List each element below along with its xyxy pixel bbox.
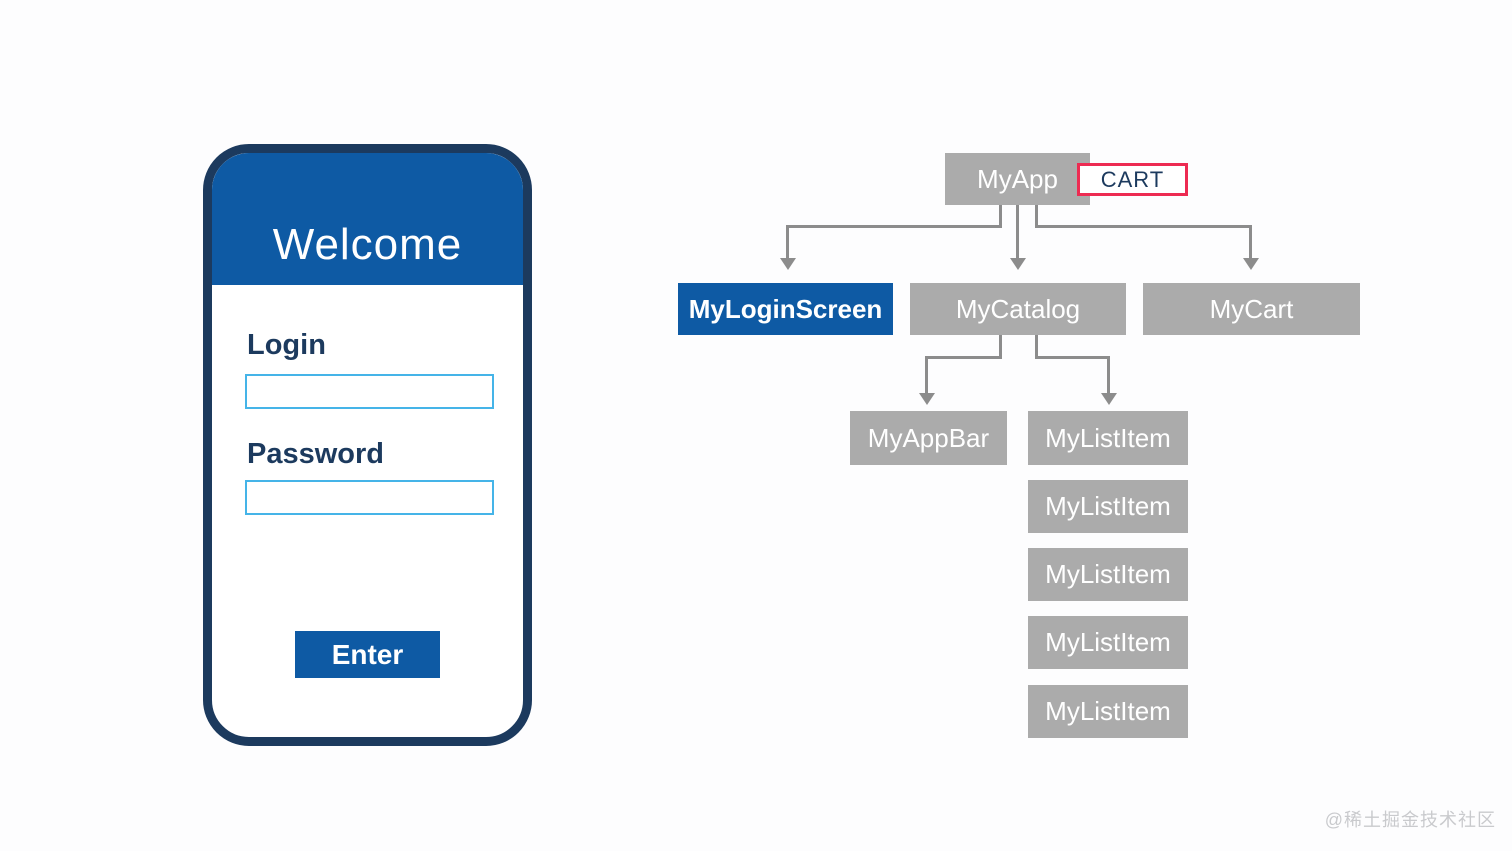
welcome-title: Welcome [272, 220, 463, 269]
tree-node-mycatalog: MyCatalog [910, 283, 1126, 335]
enter-button[interactable]: Enter [295, 631, 440, 678]
tree-node-myloginscreen: MyLoginScreen [678, 283, 893, 335]
arrowhead-to-mylistitem-icon [1101, 393, 1117, 405]
arrowhead-to-myloginscreen-icon [780, 258, 796, 270]
tree-node-mylistitem-1: MyListItem [1028, 411, 1188, 465]
edge-myapp-to-mycart-line [1249, 225, 1252, 260]
password-label: Password [247, 438, 384, 470]
edge-mycatalog-to-mylistitem-line [1107, 356, 1110, 394]
tree-node-mylistitem-5: MyListItem [1028, 685, 1188, 738]
tree-node-mylistitem-3: MyListItem [1028, 548, 1188, 601]
edge-myapp-stub-right [1035, 205, 1038, 227]
edge-myapp-stub-left [999, 205, 1002, 227]
cart-badge-label: CART [1100, 166, 1165, 192]
arrowhead-to-mycatalog-icon [1010, 258, 1026, 270]
login-label: Login [247, 329, 326, 361]
edge-myapp-branch-left [786, 225, 1002, 228]
password-input[interactable] [245, 480, 494, 515]
watermark-text: @稀土掘金技术社区 [1324, 810, 1496, 830]
tree-node-mycatalog-label: MyCatalog [955, 293, 1081, 324]
tree-node-mylistitem-2: MyListItem [1028, 480, 1188, 533]
tree-node-myappbar-label: MyAppBar [867, 422, 990, 453]
tree-node-mycart: MyCart [1143, 283, 1360, 335]
arrowhead-to-mycart-icon [1243, 258, 1259, 270]
tree-node-mylistitem-2-label: MyListItem [1045, 491, 1171, 521]
edge-myapp-to-mycatalog-line [1016, 205, 1019, 260]
tree-node-myapp: MyApp [945, 153, 1090, 205]
tree-node-mylistitem-5-label: MyListItem [1045, 696, 1171, 726]
tree-node-mylistitem-4: MyListItem [1028, 616, 1188, 669]
edge-myapp-to-myloginscreen-line [786, 225, 789, 260]
edge-mycatalog-stub-left [999, 335, 1002, 358]
edge-myapp-branch-right [1035, 225, 1252, 228]
arrowhead-to-myappbar-icon [919, 393, 935, 405]
phone-app-bar: Welcome [212, 153, 523, 285]
tree-node-myloginscreen-label: MyLoginScreen [688, 293, 883, 324]
tree-node-myapp-label: MyApp [977, 163, 1058, 194]
tree-node-mylistitem-1-label: MyListItem [1045, 422, 1171, 453]
edge-mycatalog-stub-right [1035, 335, 1038, 358]
login-input[interactable] [245, 374, 494, 409]
phone-frame: Welcome Login Password Enter [203, 144, 532, 746]
tree-node-mycart-label: MyCart [1209, 293, 1294, 324]
edge-mycatalog-branch-right [1035, 356, 1110, 359]
edge-mycatalog-to-myappbar-line [925, 356, 928, 394]
tree-node-mylistitem-4-label: MyListItem [1045, 627, 1171, 657]
cart-badge: CART [1077, 163, 1188, 196]
tree-node-mylistitem-3-label: MyListItem [1045, 559, 1171, 589]
tree-node-myappbar: MyAppBar [850, 411, 1007, 465]
edge-mycatalog-branch-left [925, 356, 1002, 359]
